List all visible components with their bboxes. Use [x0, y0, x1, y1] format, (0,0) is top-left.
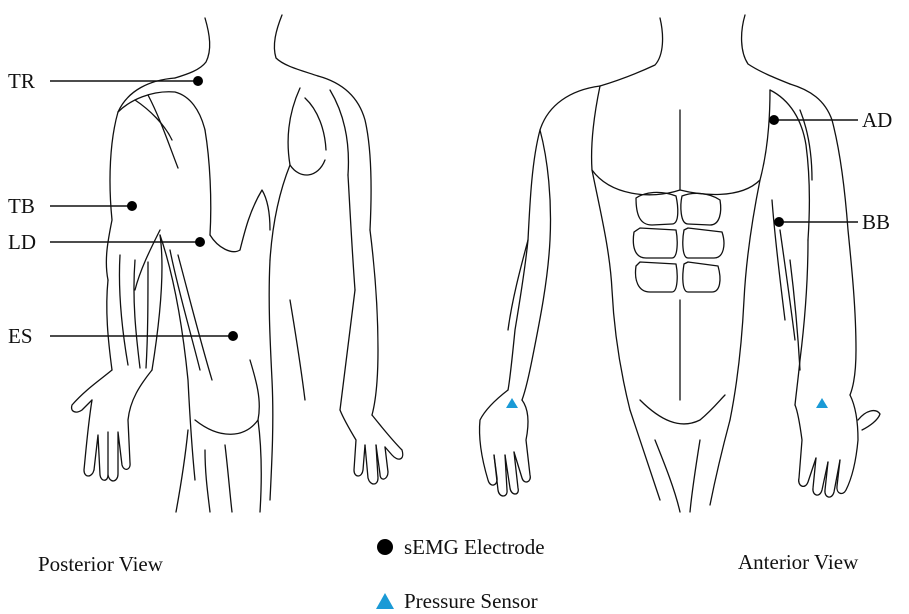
ld-electrode-dot [195, 237, 205, 247]
tb-electrode-dot [127, 201, 137, 211]
bb-electrode-dot [774, 217, 784, 227]
blue-triangle-icon [376, 593, 394, 609]
posterior-body [72, 15, 403, 512]
legend-pressure-sensor: Pressure Sensor [404, 591, 538, 612]
tr-electrode-dot [193, 76, 203, 86]
label-bb: BB [862, 212, 890, 233]
label-ad: AD [862, 110, 892, 131]
es-electrode-dot [228, 331, 238, 341]
label-tb: TB [8, 196, 35, 217]
anterior-view-label: Anterior View [738, 552, 858, 573]
label-tr: TR [8, 71, 35, 92]
black-dot-icon [377, 539, 393, 555]
posterior-view-label: Posterior View [38, 554, 163, 575]
anterior-body [479, 15, 880, 512]
label-es: ES [8, 326, 33, 347]
legend-electrode-label: sEMG Electrode [404, 537, 545, 558]
legend-sensor-label: Pressure Sensor [404, 591, 538, 612]
label-ld: LD [8, 232, 36, 253]
legend-electrode: sEMG Electrode [404, 537, 545, 558]
ad-electrode-dot [769, 115, 779, 125]
left-palm-pressure-sensor [506, 398, 518, 408]
right-palm-pressure-sensor [816, 398, 828, 408]
